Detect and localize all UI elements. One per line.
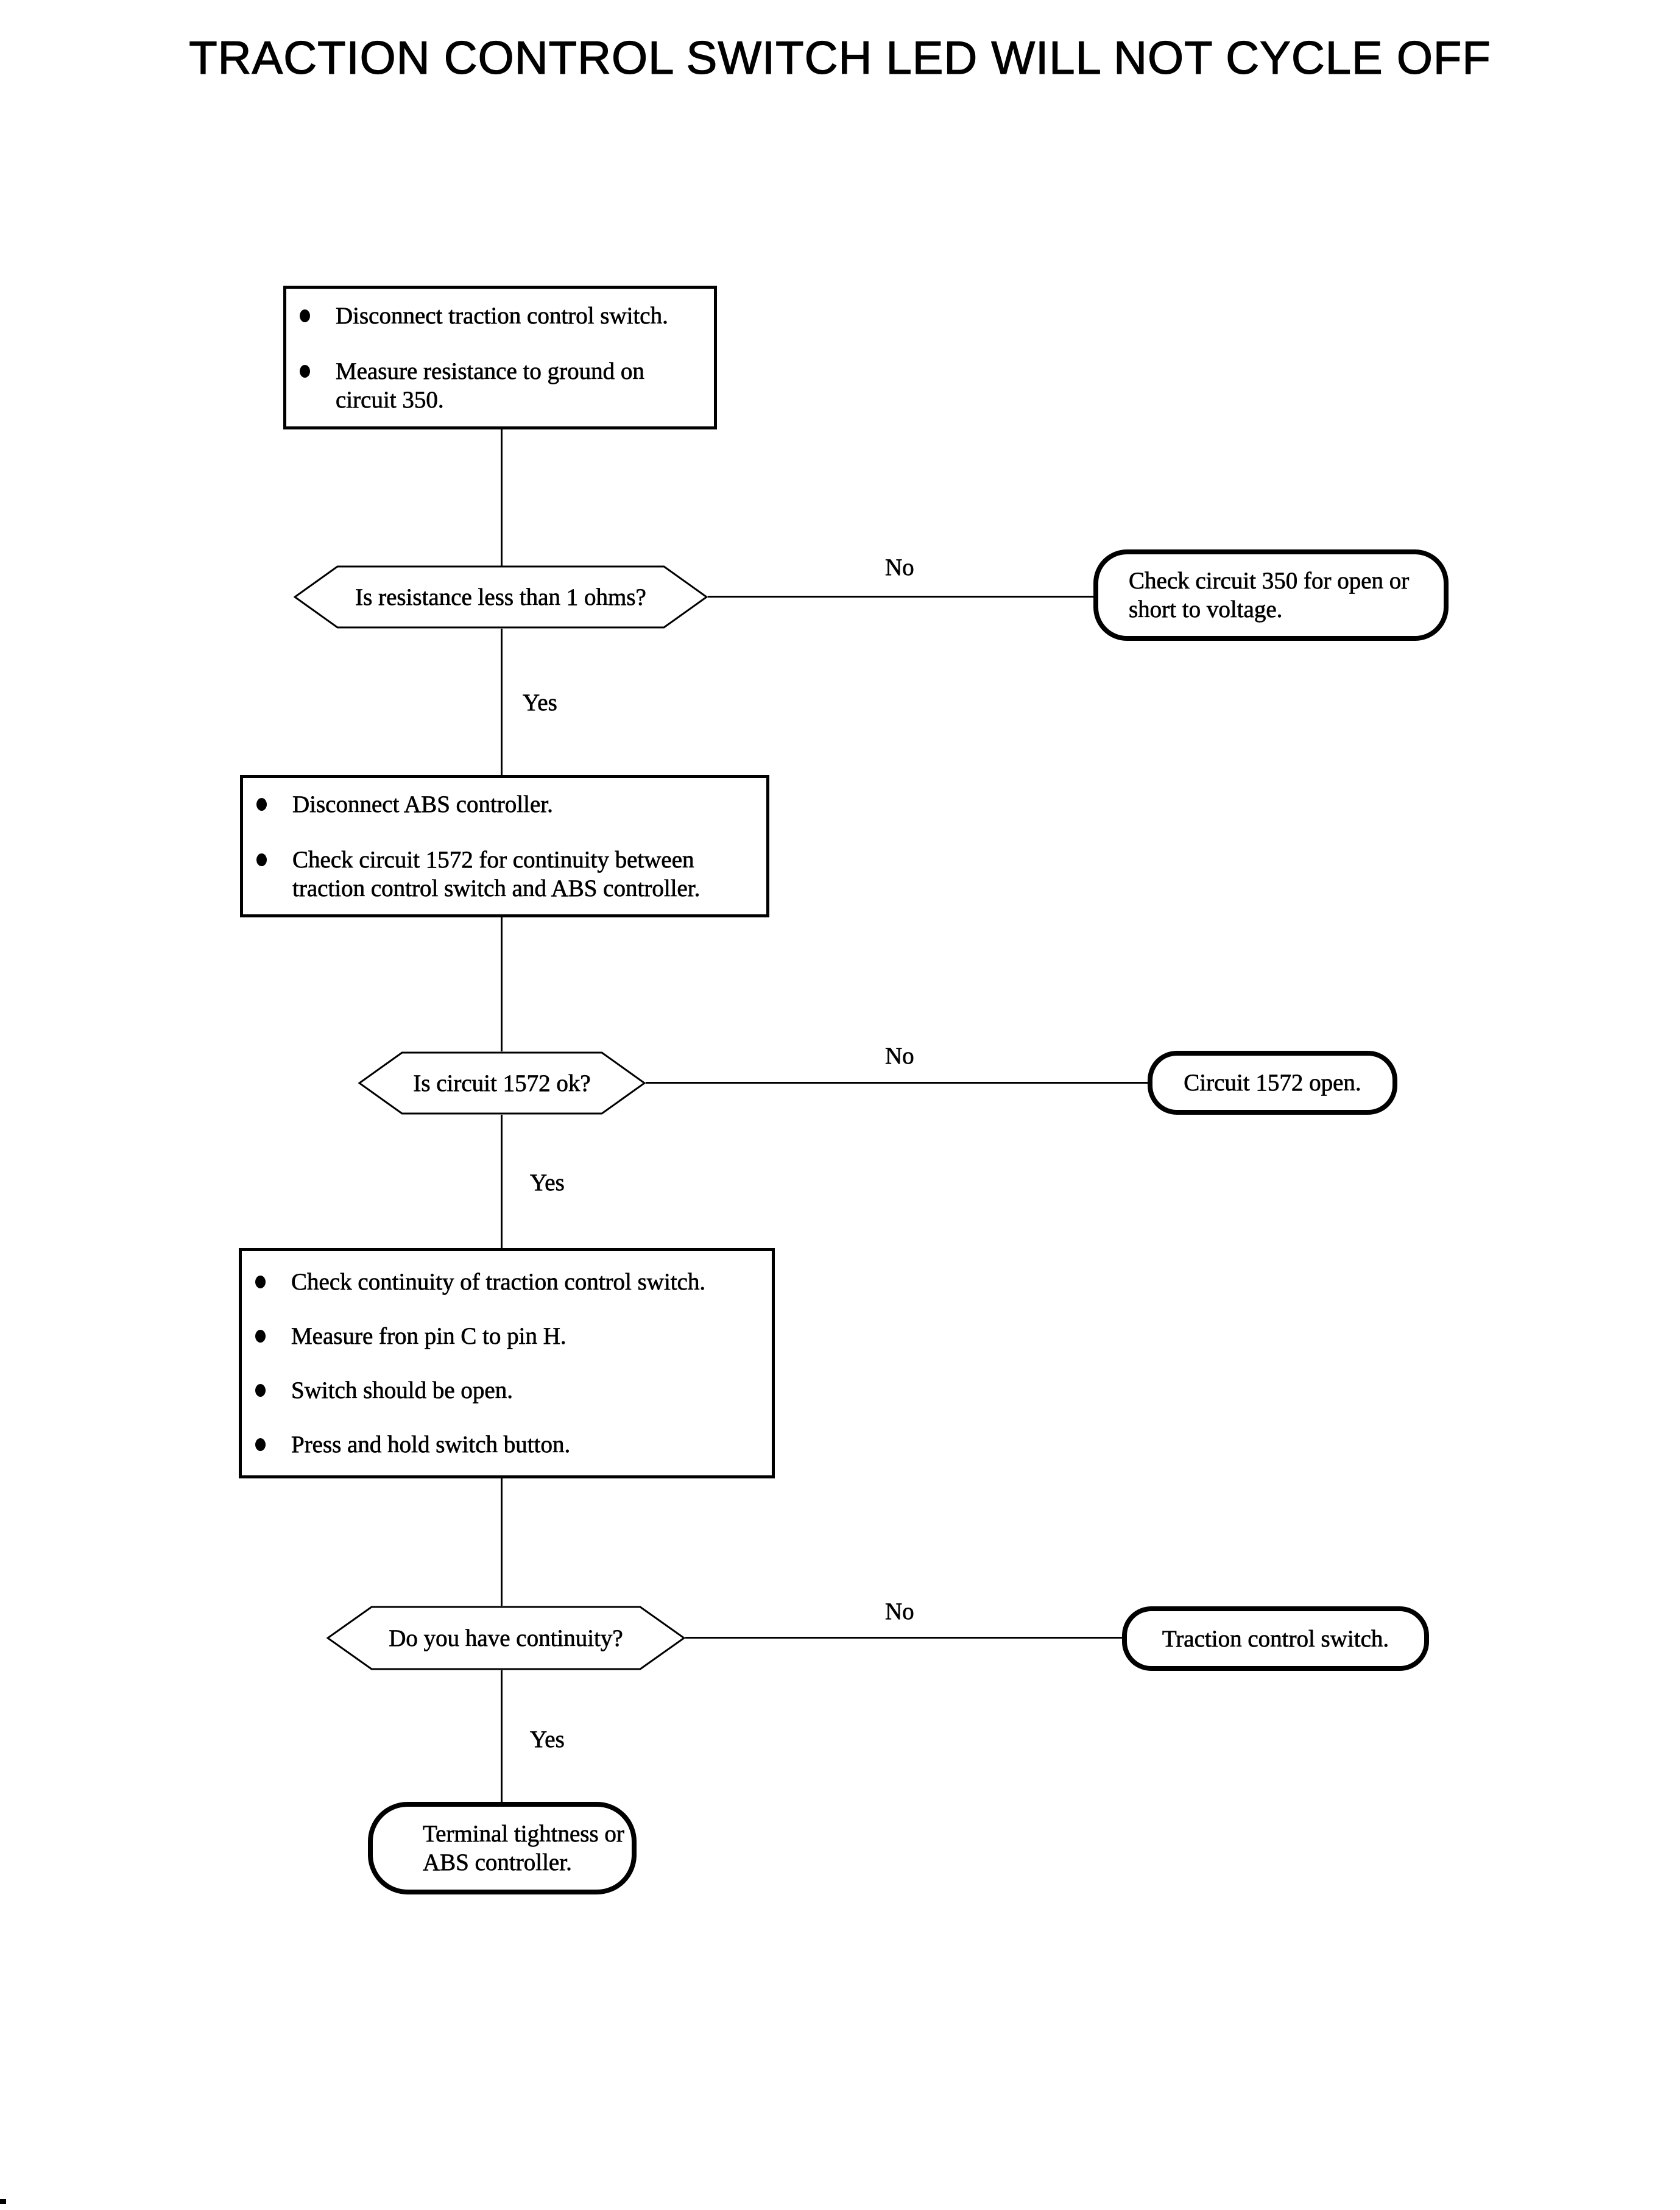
page-title: TRACTION CONTROL SWITCH LED WILL NOT CYC… (189, 32, 1491, 84)
decision2-question: Is circuit 1572 ok? (413, 1070, 591, 1096)
bullet-icon (300, 364, 310, 378)
terminal-text: Terminal tightness or ABS controller. (423, 1821, 625, 1876)
bullet-icon (255, 1438, 266, 1451)
no-label-2: No (885, 1043, 914, 1070)
no-label-1: No (885, 554, 914, 581)
connector-decision2-result2 (646, 1082, 1148, 1084)
result1-box: Check circuit 350 for open or short to v… (1093, 549, 1449, 641)
decision3-question: Do you have continuity? (389, 1625, 623, 1651)
bullet-text: Press and hold switch button. (291, 1432, 571, 1458)
bullet-icon (255, 1384, 266, 1397)
decision2-hexagon: Is circuit 1572 ok? (358, 1051, 646, 1115)
bullet-item: Disconnect ABS controller. (256, 790, 757, 819)
bullet-text: Switch should be open. (291, 1377, 514, 1404)
bullet-item: Measure fron pin C to pin H. (255, 1322, 763, 1350)
result2-box: Circuit 1572 open. (1148, 1051, 1397, 1115)
bullet-item: Press and hold switch button. (255, 1430, 763, 1459)
connector-step1-decision1 (501, 429, 503, 567)
result3-text: Traction control switch. (1162, 1625, 1389, 1652)
bullet-icon (256, 853, 267, 866)
connector-decision1-step2 (501, 629, 503, 775)
bullet-item: Check circuit 1572 for continuity betwee… (256, 846, 757, 903)
bullet-icon (255, 1330, 266, 1343)
bullet-item: Check continuity of traction control swi… (255, 1268, 763, 1296)
decision1-question: Is resistance less than 1 ohms? (355, 584, 646, 610)
result3-box: Traction control switch. (1122, 1606, 1429, 1671)
yes-label-1: Yes (523, 690, 557, 716)
no-label-3: No (885, 1598, 914, 1625)
bullet-icon (256, 797, 267, 811)
decision1-hexagon: Is resistance less than 1 ohms? (294, 565, 708, 629)
decision3-hexagon: Do you have continuity? (326, 1606, 685, 1670)
bullet-icon (300, 309, 310, 322)
yes-label-3: Yes (530, 1726, 565, 1753)
connector-decision1-result1 (708, 596, 1095, 598)
bullet-text: Measure resistance to ground on circuit … (336, 358, 645, 413)
terminal-box: Terminal tightness or ABS controller. (368, 1802, 637, 1894)
process-box-step2: Disconnect ABS controller. Check circuit… (240, 775, 769, 917)
bullet-item: Measure resistance to ground on circuit … (300, 357, 705, 414)
process-box-step1: Disconnect traction control switch. Meas… (283, 286, 717, 429)
yes-label-2: Yes (530, 1170, 565, 1196)
result2-text: Circuit 1572 open. (1184, 1070, 1361, 1096)
hexagon-shape (358, 1051, 646, 1115)
bullet-text: Check circuit 1572 for continuity betwee… (292, 846, 701, 902)
bullet-text: Measure fron pin C to pin H. (291, 1323, 566, 1350)
hexagon-shape (326, 1606, 685, 1670)
bullet-text: Disconnect ABS controller. (292, 791, 554, 817)
bullet-item: Switch should be open. (255, 1376, 763, 1405)
scan-artifact-dot (0, 2199, 6, 2204)
connector-step2-decision2 (501, 917, 503, 1051)
bullet-text: Check continuity of traction control swi… (291, 1269, 706, 1296)
connector-decision3-terminal (501, 1670, 503, 1802)
connector-decision2-step3 (501, 1115, 503, 1248)
connector-step3-decision3 (501, 1478, 503, 1606)
bullet-item: Disconnect traction control switch. (300, 302, 705, 330)
process-box-step3: Check continuity of traction control swi… (239, 1248, 775, 1478)
bullet-text: Disconnect traction control switch. (336, 302, 669, 329)
connector-decision3-result3 (685, 1637, 1122, 1639)
hexagon-shape (294, 565, 708, 629)
result1-text: Check circuit 350 for open or short to v… (1129, 568, 1410, 623)
bullet-icon (255, 1276, 266, 1288)
